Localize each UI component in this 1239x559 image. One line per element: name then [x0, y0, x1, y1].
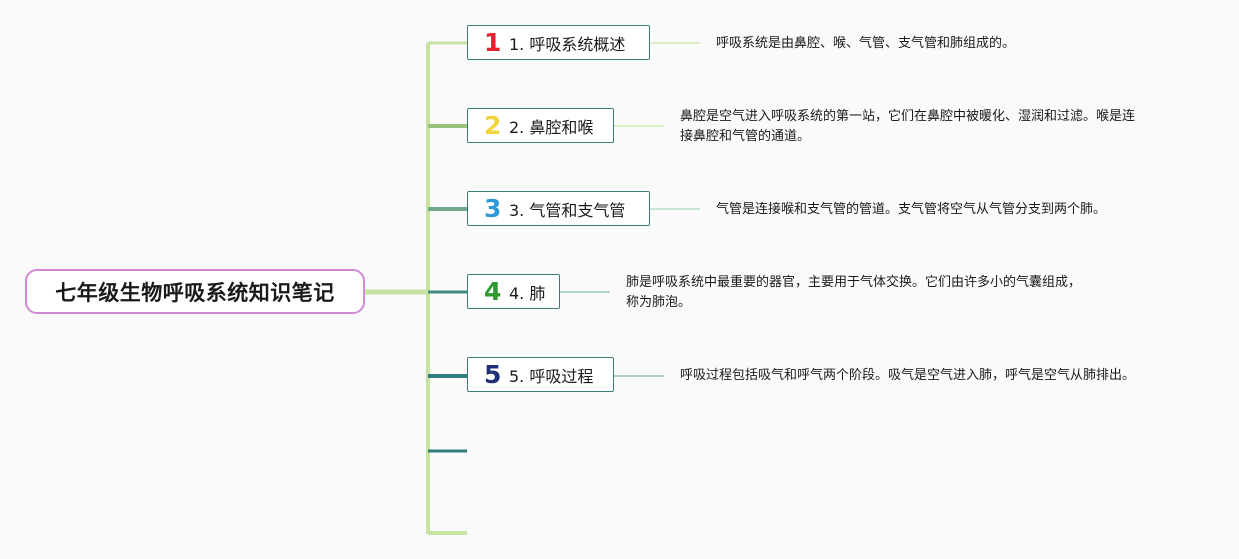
topic-2[interactable]: 2 2. 鼻腔和喉 [467, 108, 614, 143]
badge-1-icon: 1 [484, 28, 502, 57]
note-2[interactable]: 鼻腔是空气进入呼吸系统的第一站，它们在鼻腔中被暖化、湿润和过滤。喉是连 接鼻腔和… [680, 107, 1135, 147]
root-topic[interactable]: 七年级生物呼吸系统知识笔记 [25, 269, 365, 314]
topic-5[interactable]: 5 5. 呼吸过程 [467, 357, 614, 392]
topic-1-label: 1. 呼吸系统概述 [509, 34, 626, 54]
topic-5-label: 5. 呼吸过程 [509, 366, 594, 386]
topic-4-label: 4. 肺 [509, 283, 546, 303]
badge-5-icon: 5 [484, 360, 502, 389]
note-2-line-2: 接鼻腔和气管的通道。 [680, 129, 811, 144]
note-4-line-1: 肺是呼吸系统中最重要的器官，主要用于气体交换。它们由许多小的气囊组成， [626, 275, 1082, 290]
note-5-line-1: 呼吸过程包括吸气和呼气两个阶段。吸气是空气进入肺，呼气是空气从肺排出。 [680, 368, 1136, 383]
note-2-line-1: 鼻腔是空气进入呼吸系统的第一站，它们在鼻腔中被暖化、湿润和过滤。喉是连 [680, 109, 1136, 124]
badge-2-icon: 2 [484, 111, 502, 140]
note-3[interactable]: 气管是连接喉和支气管的管道。支气管将空气从气管分支到两个肺。 [716, 200, 1106, 220]
note-1-line-1: 呼吸系统是由鼻腔、喉、气管、支气管和肺组成的。 [716, 36, 1016, 51]
root-title: 七年级生物呼吸系统知识笔记 [55, 280, 335, 305]
note-4-line-2: 称为肺泡。 [626, 295, 692, 310]
topic-3-label: 3. 气管和支气管 [509, 200, 626, 220]
note-3-line-1: 气管是连接喉和支气管的管道。支气管将空气从气管分支到两个肺。 [716, 202, 1107, 217]
topic-4[interactable]: 4 4. 肺 [467, 274, 560, 309]
note-1[interactable]: 呼吸系统是由鼻腔、喉、气管、支气管和肺组成的。 [716, 34, 1015, 54]
topic-1[interactable]: 1 1. 呼吸系统概述 [467, 25, 650, 60]
note-4[interactable]: 肺是呼吸系统中最重要的器官，主要用于气体交换。它们由许多小的气囊组成， 称为肺泡… [626, 273, 1081, 313]
note-5[interactable]: 呼吸过程包括吸气和呼气两个阶段。吸气是空气进入肺，呼气是空气从肺排出。 [680, 366, 1135, 386]
badge-4-icon: 4 [484, 277, 502, 306]
topic-2-label: 2. 鼻腔和喉 [509, 117, 594, 137]
topic-3[interactable]: 3 3. 气管和支气管 [467, 191, 650, 226]
badge-3-icon: 3 [484, 194, 502, 223]
